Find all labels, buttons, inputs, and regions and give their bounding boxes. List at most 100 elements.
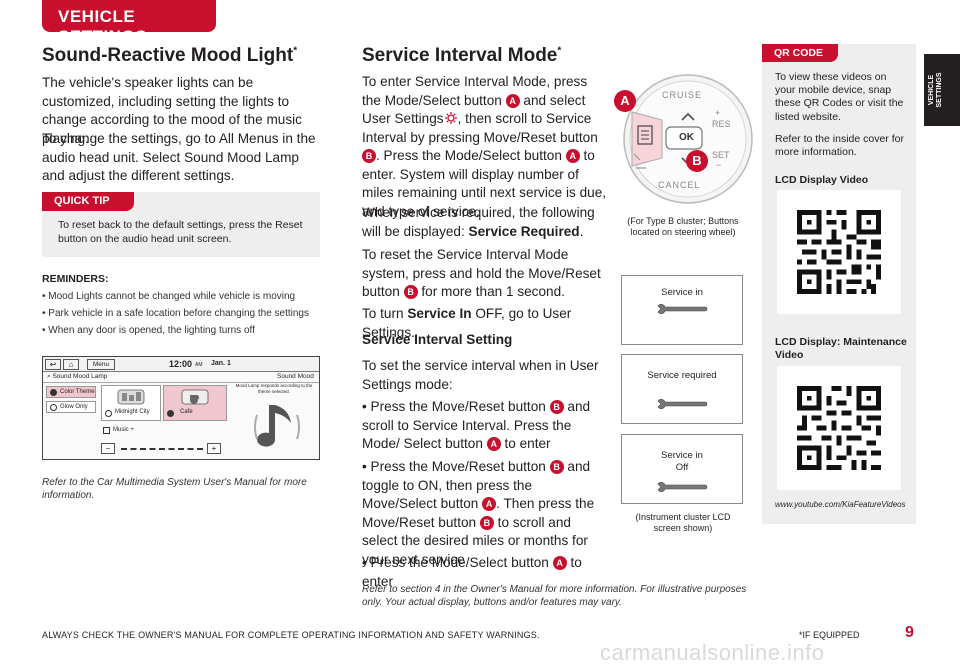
radio-icon: [105, 410, 112, 417]
screen-title-bar: [43, 373, 319, 383]
cafe-label: Cafe: [180, 409, 193, 415]
radio-selected-icon: [167, 410, 174, 417]
service-bullet-2: • Press the Move/Reset button B and togg…: [362, 458, 607, 569]
footer-warning: ALWAYS CHECK THE OWNER'S MANUAL FOR COMP…: [42, 630, 540, 640]
theme-midnight-city[interactable]: Midnight City: [101, 385, 161, 421]
res-label: RES: [712, 119, 731, 129]
volume-plus-button[interactable]: +: [207, 443, 221, 454]
screen-ampm: AM: [195, 362, 203, 368]
screen-title: ⌕ Sound Mood Lamp: [47, 373, 108, 380]
text-run: • Press the Mode/Select button: [362, 555, 549, 570]
level-slider[interactable]: [121, 448, 203, 450]
service-para-2: When service is required, the following …: [362, 205, 595, 239]
badge-a: A: [486, 437, 501, 451]
color-theme-label: Color Theme: [60, 389, 95, 395]
service-para-5: To set the service interval when in User…: [362, 358, 599, 392]
back-icon[interactable]: ↩: [45, 359, 61, 370]
color-theme-option[interactable]: Color Theme: [46, 386, 96, 398]
cluster-line-1: Service in: [661, 450, 703, 461]
steering-wheel-buttons: [623, 74, 753, 204]
text-run: . Press: [376, 148, 419, 163]
reminder-item: • Mood Lights cannot be changed while ve…: [42, 291, 296, 302]
wrench-icon: [657, 482, 708, 492]
mood-para-2: To change the settings, go to All Menus …: [42, 131, 316, 183]
badge-a: A: [565, 149, 580, 163]
service-para-3: To reset the Service Interval Mode syste…: [362, 246, 607, 302]
cluster-screen-service-off: Service in Off: [621, 434, 743, 504]
service-bullet-3: • Press the Mode/Select button A to ente…: [362, 554, 607, 591]
glow-only-option[interactable]: Glow Only: [46, 401, 96, 413]
text-run: OFF, go to User Settings.: [362, 306, 572, 340]
cluster-line-2: Off: [675, 462, 689, 473]
midnight-city-label: Midnight City: [115, 409, 150, 415]
menu-button[interactable]: Menu: [87, 359, 115, 370]
badge-b: B: [479, 515, 494, 530]
set-minus: −: [716, 160, 722, 170]
badge-b: B: [362, 149, 376, 163]
text-run: and select User: [362, 92, 586, 127]
service-caption: Refer to section 4 in the Owner's Manual…: [362, 584, 747, 608]
qr-para-1: To view these videos on your mobile devi…: [775, 71, 904, 123]
service-para-1: To enter Service Interval Mode, press th…: [362, 73, 607, 221]
text-run: To enter Service Interval Mode, press th…: [362, 74, 588, 108]
text-run: to enter: [362, 555, 582, 589]
reminder-item: • When any door is opened, the lighting …: [42, 325, 255, 336]
checkbox-icon: [103, 427, 110, 434]
qr-code-image: [796, 209, 882, 295]
qr-code-maintenance[interactable]: [777, 366, 901, 490]
text-run: to enter: [504, 436, 551, 451]
mood-lamp-note: Mood Lamp responds according to the them…: [235, 383, 313, 394]
qr-code-lcd-display[interactable]: [777, 190, 901, 314]
service-interval-title: Service Interval Mode*: [362, 45, 561, 67]
mood-light-title-text: Sound-Reactive Mood Light: [42, 45, 294, 66]
text-run: next service is due, and type of service…: [362, 185, 607, 219]
theme-cafe[interactable]: Cafe: [163, 385, 227, 421]
radio-icon: [50, 404, 57, 411]
text-run: will display number of miles remaining u…: [362, 166, 579, 201]
callout-a: A: [614, 90, 636, 112]
gear-icon: [444, 112, 457, 124]
set-label: SET: [712, 150, 730, 160]
service-setting-heading: Service Interval Setting: [362, 332, 513, 347]
quick-tip-text: To reset back to the default settings, p…: [58, 219, 303, 245]
volume-minus-button[interactable]: −: [101, 443, 115, 454]
qr-code-label: QR CODE: [762, 44, 838, 62]
cluster-line-1: Service in: [661, 287, 703, 298]
badge-b: B: [403, 285, 418, 299]
text-run: When service is required, the following …: [362, 205, 595, 239]
qr-url-link[interactable]: www.youtube.com/KiaFeatureVideos: [775, 500, 906, 509]
badge-b: B: [549, 400, 564, 414]
wrench-icon: [657, 399, 708, 409]
res-plus: +: [715, 108, 721, 118]
service-in-text: Service In: [407, 306, 472, 321]
text-run: Mode/Select button: [384, 92, 502, 108]
cruise-label: CRUISE: [662, 90, 703, 100]
text-run: To reset the Service Interval Mode syste…: [362, 247, 601, 299]
service-interval-title-text: Service Interval Mode: [362, 45, 558, 66]
badge-b: B: [549, 460, 564, 474]
text-run: . Then press the Move/Reset button: [362, 496, 595, 530]
watermark: carmanualsonline.info: [600, 640, 825, 665]
cluster-screen-service-required: Service required: [621, 354, 743, 424]
mood-caption: Refer to the Car Multimedia System User'…: [42, 477, 307, 501]
text-run: by pressing Move/Reset button: [410, 129, 598, 145]
section-tab: VEHICLE SETTINGS: [42, 0, 216, 46]
badge-a: A: [505, 93, 520, 108]
mood-para-1: The vehicle's speaker lights can be cust…: [42, 75, 302, 146]
cluster-caption: (Instrument cluster LCD screen shown): [635, 512, 731, 533]
text-run: Settings: [394, 111, 444, 126]
service-required-text: Service Required: [468, 223, 580, 239]
service-bullet-1: • Press the Move/Reset button B and scro…: [362, 398, 607, 454]
music-toggle[interactable]: Music +: [101, 425, 227, 437]
footnote-mark: *: [293, 45, 298, 57]
cityscape-icon: [117, 389, 145, 405]
reminders-title: REMINDERS:: [42, 273, 109, 285]
text-run: • Press the Move/Reset button: [362, 399, 546, 414]
badge-a: A: [552, 556, 567, 570]
head-unit-screen: ↩ ⌂ Menu 12:00 AM Jan. 1 ⌕ Sound Mood La…: [42, 356, 320, 460]
home-icon[interactable]: ⌂: [63, 359, 79, 370]
wheel-caption: (For Type B cluster; Buttons located on …: [627, 216, 739, 237]
ok-button[interactable]: OK: [679, 132, 694, 143]
